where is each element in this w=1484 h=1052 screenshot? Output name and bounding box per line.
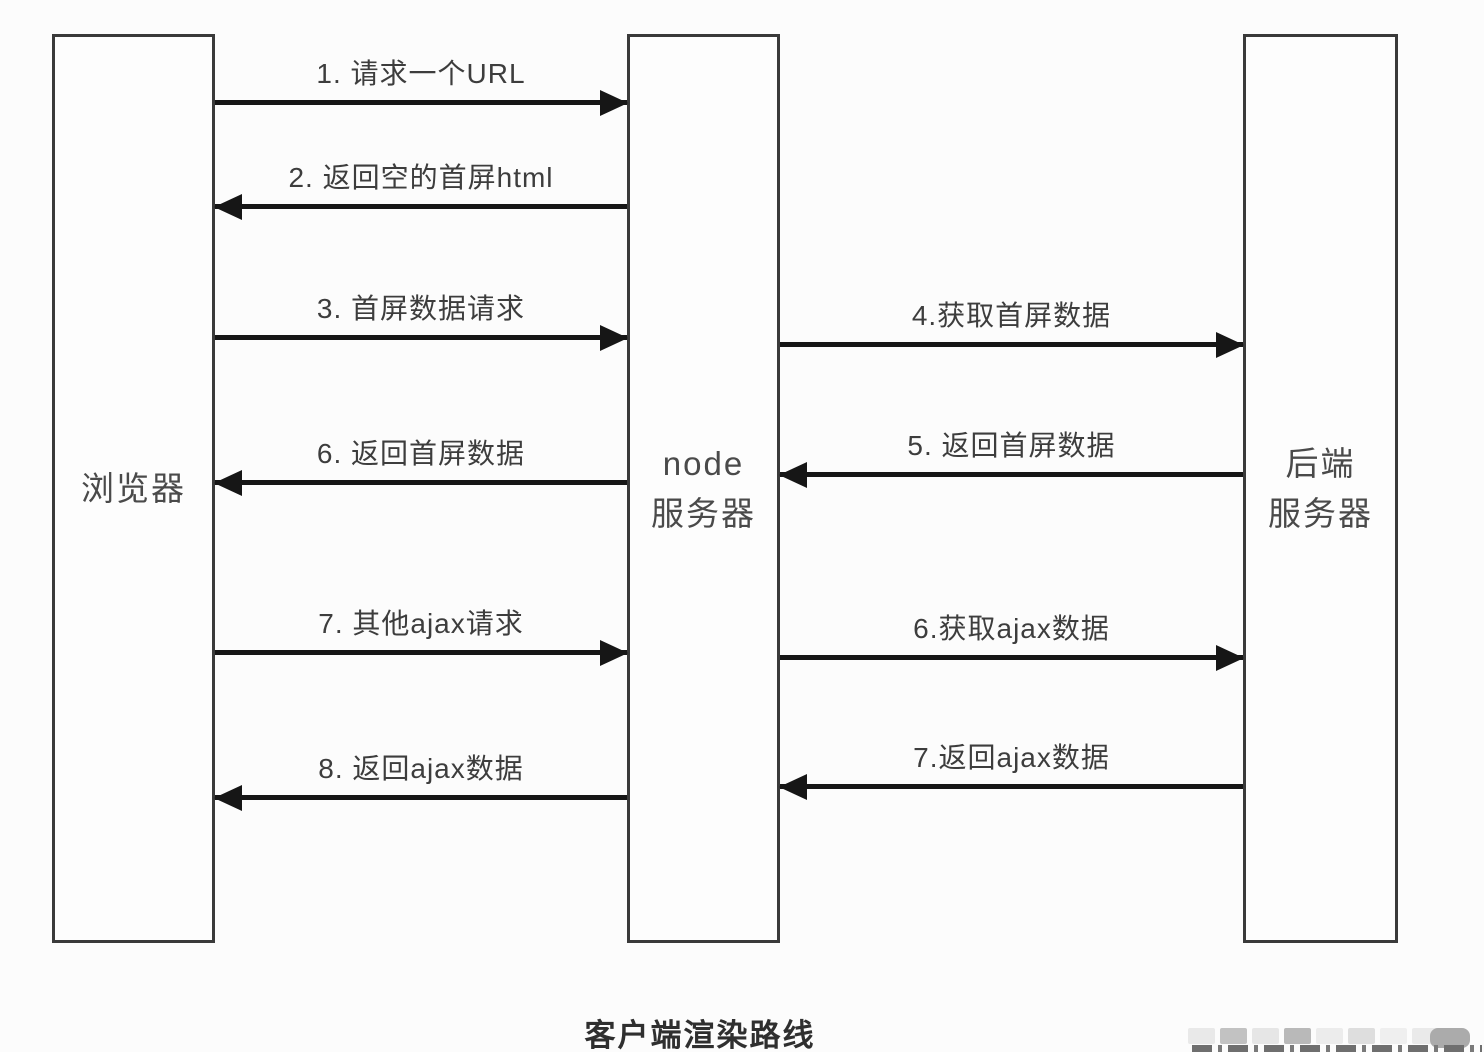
message-7-label: 7. 其他ajax请求 xyxy=(318,608,524,639)
arrow-right-icon xyxy=(215,335,627,340)
node-backend-server-label-line1: 后端 xyxy=(1285,444,1356,482)
watermark-blob xyxy=(1430,1028,1470,1048)
arrow-right-icon xyxy=(780,655,1243,660)
message-7-other-ajax-request: 7. 其他ajax请求 xyxy=(215,606,627,655)
watermark-blocks xyxy=(1188,1028,1484,1044)
arrow-right-icon xyxy=(215,650,627,655)
message-5-label: 5. 返回首屏数据 xyxy=(907,430,1116,461)
message-6b-fetch-ajax-data: 6.获取ajax数据 xyxy=(780,611,1243,660)
message-6b-label: 6.获取ajax数据 xyxy=(913,613,1110,644)
node-node-server-label-line1: node xyxy=(662,444,745,482)
arrow-left-icon xyxy=(780,472,1243,477)
message-5-return-first-screen-data: 5. 返回首屏数据 xyxy=(780,428,1243,477)
message-2-return-empty-first-screen-html: 2. 返回空的首屏html xyxy=(215,160,627,209)
message-2-label: 2. 返回空的首屏html xyxy=(288,162,554,193)
message-4-fetch-first-screen-data: 4.获取首屏数据 xyxy=(780,298,1243,347)
node-node-server: node 服务器 xyxy=(627,34,780,943)
message-1-request-url: 1. 请求一个URL xyxy=(215,56,627,105)
arrow-left-icon xyxy=(215,204,627,209)
message-8-label: 8. 返回ajax数据 xyxy=(318,753,524,784)
watermark xyxy=(1188,1028,1484,1052)
node-backend-server-label: 后端 服务器 xyxy=(1268,439,1373,539)
arrow-left-icon xyxy=(780,784,1243,789)
message-6-return-first-screen-data: 6. 返回首屏数据 xyxy=(215,436,627,485)
arrow-right-icon xyxy=(215,100,627,105)
watermark-clipped-text xyxy=(1192,1045,1482,1052)
node-backend-server-label-line2: 服务器 xyxy=(1268,494,1373,532)
node-node-server-label: node 服务器 xyxy=(651,439,756,539)
node-browser-label: 浏览器 xyxy=(81,469,186,507)
node-backend-server: 后端 服务器 xyxy=(1243,34,1398,943)
node-node-server-label-line2: 服务器 xyxy=(651,494,756,532)
message-7b-label: 7.返回ajax数据 xyxy=(913,742,1110,773)
node-browser: 浏览器 xyxy=(52,34,215,943)
message-1-label: 1. 请求一个URL xyxy=(316,58,526,89)
message-8-return-ajax-data: 8. 返回ajax数据 xyxy=(215,751,627,800)
message-3-label: 3. 首屏数据请求 xyxy=(316,293,526,324)
diagram-title: 客户端渲染路线 xyxy=(584,1018,816,1052)
message-3-first-screen-data-request: 3. 首屏数据请求 xyxy=(215,291,627,340)
arrow-left-icon xyxy=(215,795,627,800)
arrow-right-icon xyxy=(780,342,1243,347)
message-4-label: 4.获取首屏数据 xyxy=(911,300,1112,331)
message-6-label: 6. 返回首屏数据 xyxy=(316,438,526,469)
arrow-left-icon xyxy=(215,480,627,485)
message-7b-return-ajax-data: 7.返回ajax数据 xyxy=(780,740,1243,789)
